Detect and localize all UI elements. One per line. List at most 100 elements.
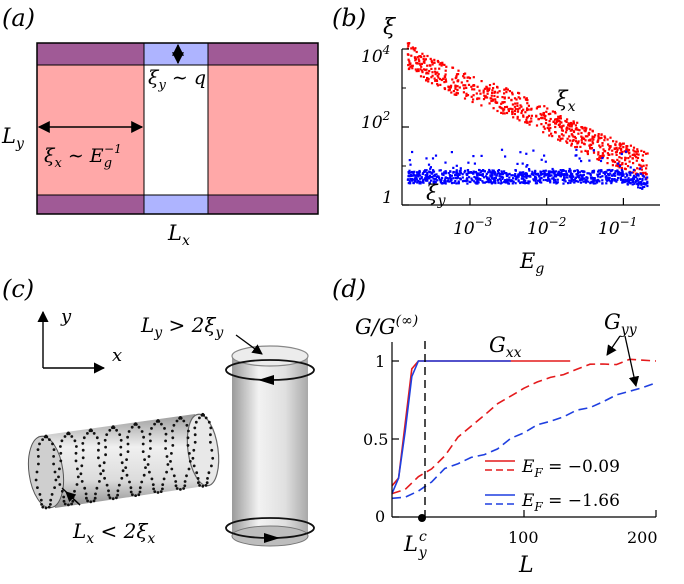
xi-y-point (515, 176, 518, 179)
xi-x-point (570, 125, 573, 128)
xi-y-point (605, 175, 608, 178)
ring-dot (52, 448, 56, 451)
ring-dot (108, 496, 112, 500)
xi-y-point (454, 177, 457, 180)
xi-y-point (487, 171, 490, 174)
xi-x-point (490, 94, 493, 97)
xi-x-point (572, 130, 576, 134)
xi-y-point (605, 182, 608, 185)
xi-x-point (628, 160, 631, 163)
xi-y-point (621, 171, 624, 174)
xi-x-point (548, 123, 551, 126)
xi-y-point (546, 179, 549, 182)
xi-y-point (527, 180, 530, 183)
lx-pointer-head (65, 491, 81, 506)
ring-dot (58, 483, 62, 486)
xi-x-point (541, 117, 544, 120)
ring-dot (94, 492, 97, 496)
xi-x-point (596, 140, 599, 143)
xi-x-point (441, 61, 444, 64)
xi-y-point (493, 180, 496, 184)
ring-dot (210, 464, 213, 468)
xi-y-point (622, 173, 625, 176)
box-outline (36, 42, 319, 215)
xi-x-point (420, 69, 423, 72)
xi-y-point (599, 176, 602, 179)
xi-x-point (452, 81, 455, 84)
xi-x-point (430, 61, 434, 64)
xi-y-point (468, 176, 471, 179)
xi-x-point (431, 63, 434, 66)
xi-x-point (418, 59, 421, 62)
xi-y-point (568, 170, 571, 173)
gyy-label: Gyy (604, 310, 638, 338)
xi-x-point (499, 106, 502, 109)
xi-x-point (416, 62, 419, 65)
xi-x-point (505, 91, 508, 94)
xi-x-point (574, 140, 577, 143)
xi-x-point (530, 114, 533, 117)
xi-y-point (490, 181, 493, 184)
xi-x-point (506, 88, 509, 91)
xi-x-point (596, 158, 599, 161)
xi-y-point (484, 175, 488, 178)
xi-x-point (498, 90, 501, 93)
dotted-ring (169, 416, 192, 491)
ring-dot (104, 445, 107, 449)
panel-b: (b) ξ 104 102 1 10−3 10−2 10−1 Eg ξx ξy (332, 4, 660, 277)
xi-x-point (454, 85, 457, 88)
ring-dot (52, 462, 55, 466)
xi-y-point (513, 174, 516, 177)
xi-x-point (528, 123, 531, 126)
xi-y-point (525, 152, 528, 155)
top-loop-arrow (258, 375, 274, 385)
xi-x-point (513, 109, 516, 113)
xi-x-point (626, 165, 630, 168)
xi-y-point (450, 151, 453, 154)
xi-y-point (457, 180, 460, 183)
b-ytick-10-4: 104 (361, 43, 390, 67)
xi-y-point (491, 172, 494, 175)
xi-x-point (557, 119, 560, 123)
ring-dot (204, 484, 208, 487)
xi-x-point (422, 68, 426, 71)
xi-y-point (514, 178, 518, 181)
xi-x-point (466, 94, 470, 97)
xi-x-point (425, 71, 428, 74)
xi-y-point (609, 180, 612, 183)
xi-x-point (548, 120, 551, 123)
xi-y-point (452, 177, 455, 180)
ring-dot (207, 420, 211, 424)
xi-x-point (449, 86, 452, 89)
xi-y-point (579, 181, 583, 184)
ring-dot (97, 448, 100, 452)
xi-y-point (428, 181, 431, 184)
xi-x-point (411, 64, 414, 67)
xi-y-point (555, 174, 558, 178)
vertical-cylinder (225, 345, 315, 547)
xi-y-point (449, 175, 452, 178)
xi-x-point (570, 128, 574, 131)
xi-y-point (573, 178, 577, 181)
xi-x-point (553, 110, 556, 114)
xi-y-point (521, 177, 524, 180)
ring-dot (75, 445, 78, 448)
xi-x-point (471, 100, 474, 104)
xi-x-point (606, 152, 609, 155)
xi-x-point (621, 162, 624, 165)
xi-x-point (456, 88, 459, 91)
xi-x-point (568, 139, 572, 142)
xi-y-point (635, 179, 638, 182)
b-ytick-1: 1 (382, 188, 393, 208)
ly-label: Ly (1, 124, 25, 152)
xi-y-point (494, 176, 497, 179)
xi-x-point (517, 96, 520, 99)
xi-x-point (570, 133, 573, 136)
xi-y-point (523, 175, 526, 178)
ring-dot (112, 426, 116, 429)
xi-x-point (629, 155, 632, 158)
xi-x-point (575, 127, 578, 130)
xi-y-point (528, 180, 531, 183)
xi-x-point (522, 115, 525, 118)
xi-y-point (535, 177, 538, 181)
